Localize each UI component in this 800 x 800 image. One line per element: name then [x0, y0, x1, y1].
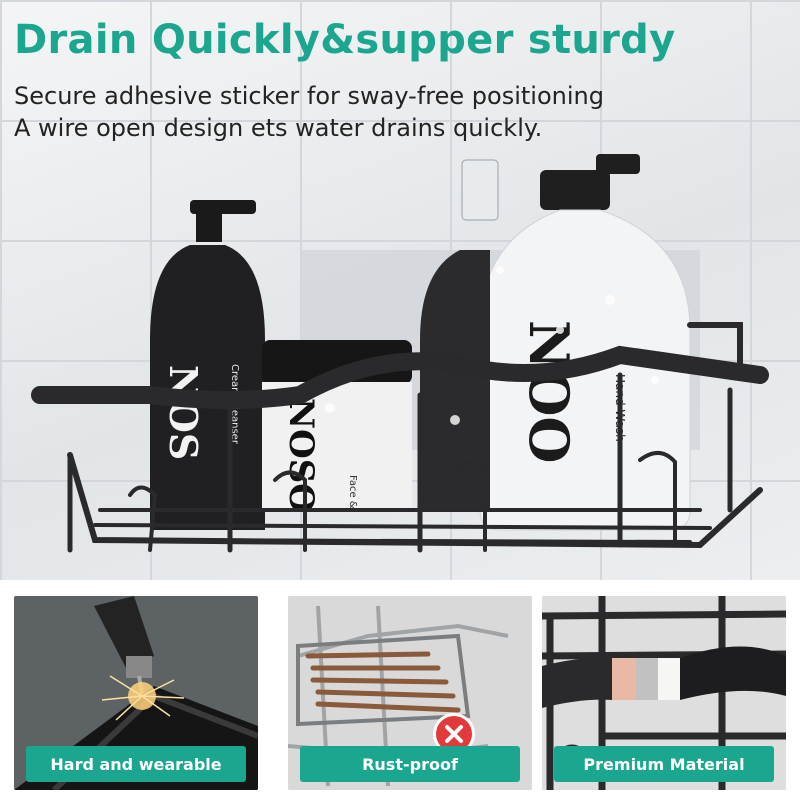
- clear-pump-bottle: [420, 159, 499, 510]
- subtitle-line: A wire open design ets water drains quic…: [14, 114, 543, 142]
- jar-brand: NOSO: [281, 398, 321, 513]
- feature-label-hard: Hard and wearable: [26, 746, 246, 782]
- small-bottle-brand: NOS: [161, 365, 206, 460]
- feature-label-material: Premium Material: [554, 746, 774, 782]
- feature-label-rust: Rust-proof: [300, 746, 520, 782]
- large-bottle-brand: NOO: [517, 320, 581, 463]
- water-droplets: [325, 266, 659, 425]
- product-scene: NOO Hand Wash NOS Cream Cleanser NOSO Fa…: [31, 154, 769, 553]
- feature-card-hard: Hard and wearable: [14, 596, 258, 790]
- feature-card-material: Premium Material: [542, 596, 786, 790]
- black-pump-bottle: NOS Cream Cleanser: [150, 200, 265, 530]
- feature-card-rust: Rust-proof: [288, 596, 532, 790]
- subtitle-line: Secure adhesive sticker for sway-free po…: [14, 82, 604, 110]
- jar-type: Face &: [347, 475, 358, 509]
- headline: Drain Quickly&supper sturdy: [14, 17, 676, 63]
- shower-caddy-rack: [31, 322, 769, 553]
- large-white-bottle: NOO Hand Wash: [479, 154, 691, 531]
